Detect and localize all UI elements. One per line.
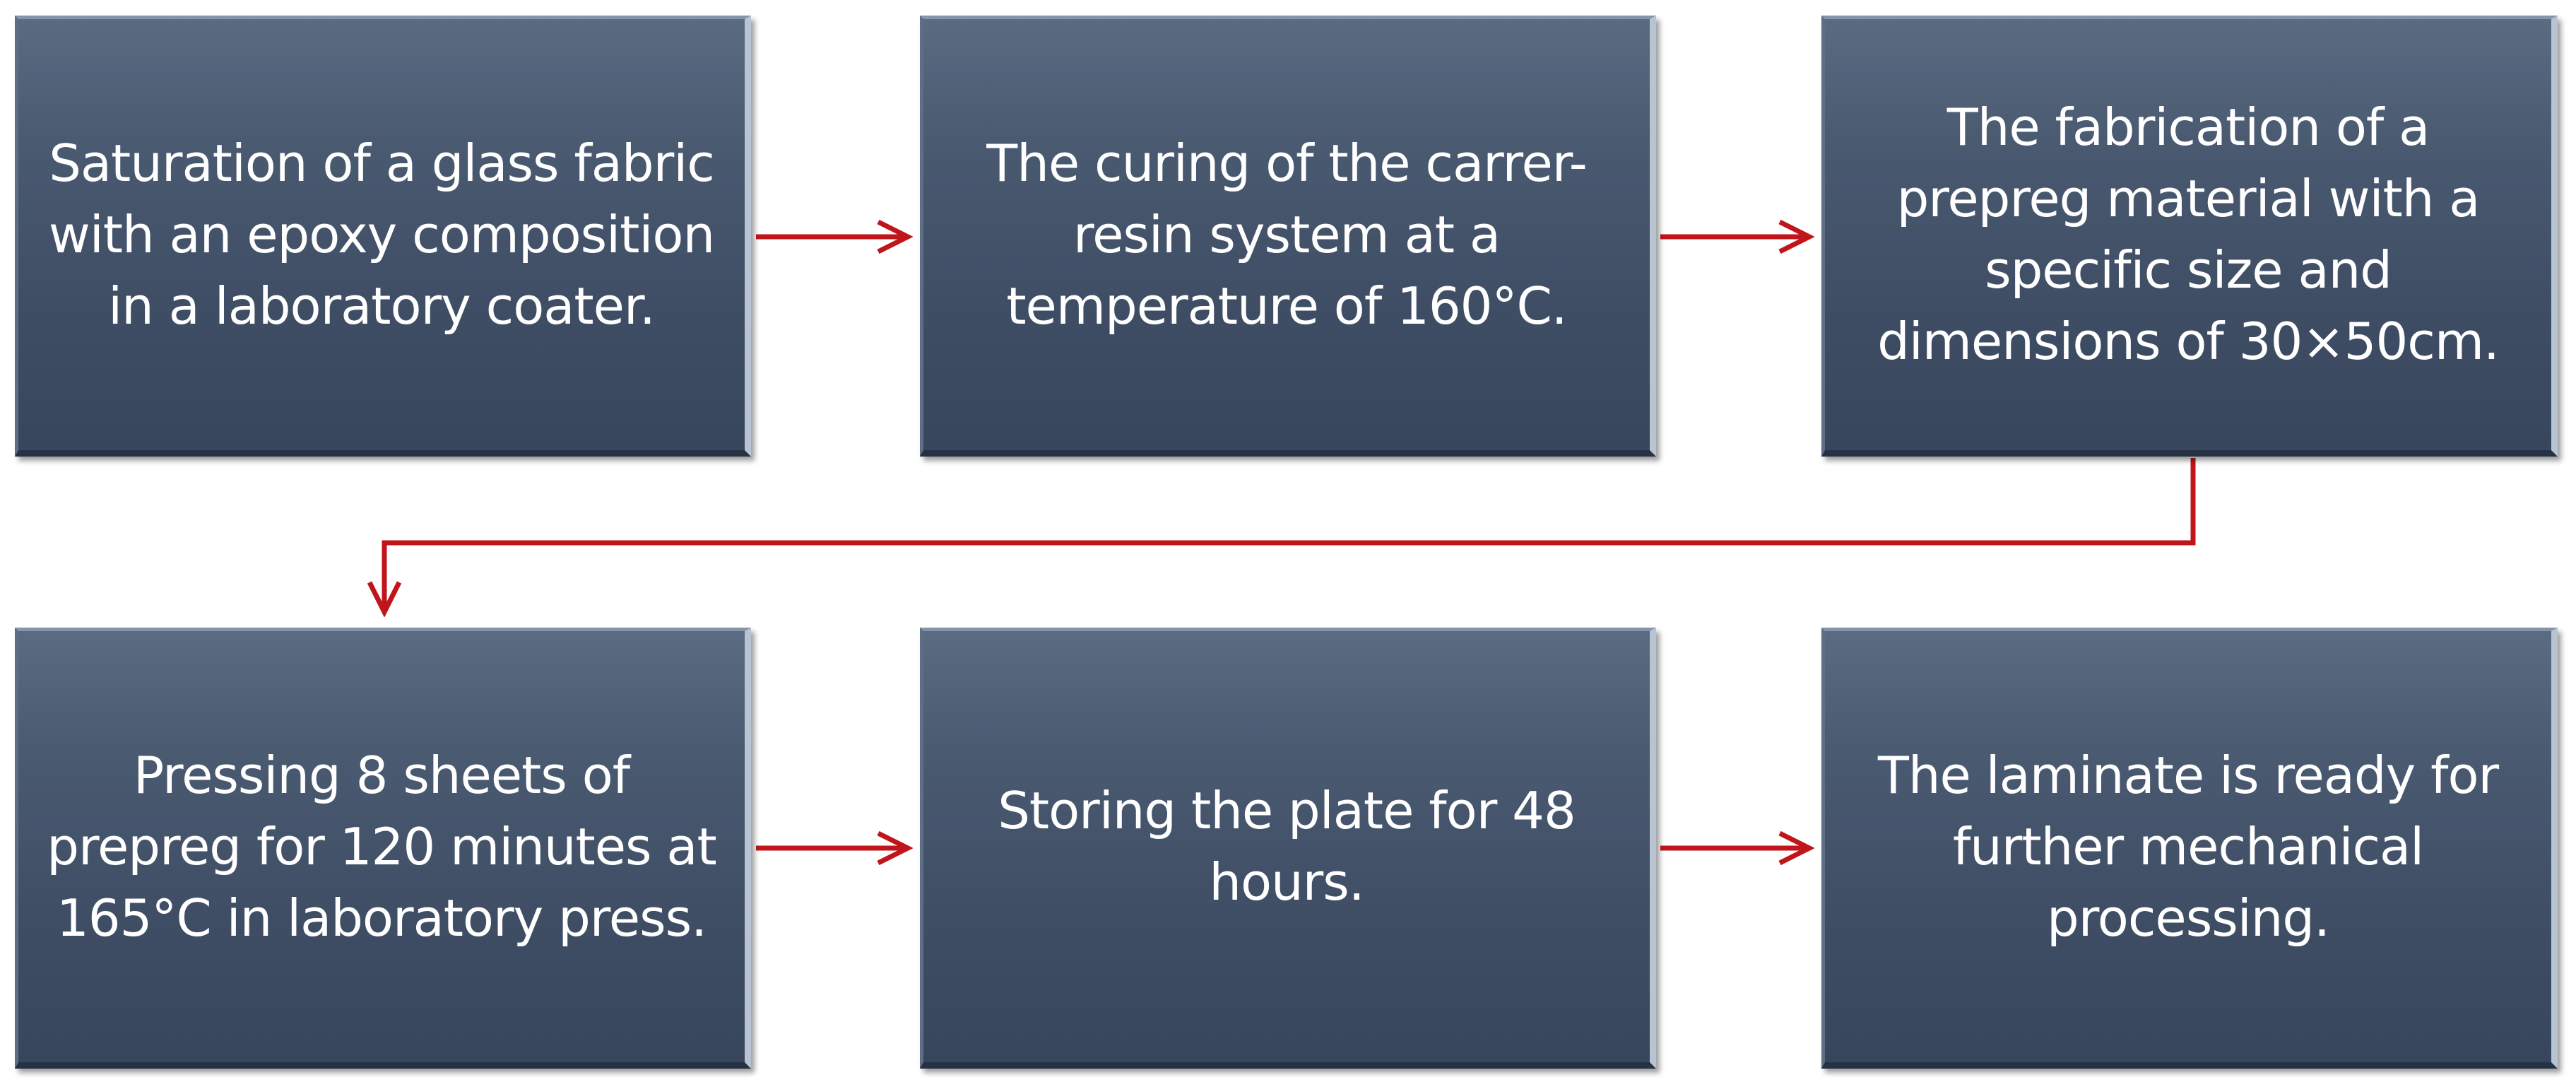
process-step-text: Storing the plate for 48 hours. [998,781,1576,912]
process-step-text: The laminate is ready for further mechan… [1877,745,2499,948]
process-step-text: The curing of the carrer-resin system at… [986,133,1588,336]
process-step-text: Saturation of a glass fabric with an epo… [48,133,715,336]
process-step-2: The curing of the carrer-resin system at… [920,16,1656,457]
process-step-6: The laminate is ready for further mechan… [1821,628,2558,1069]
process-step-3: The fabrication of a prepreg material wi… [1821,16,2558,457]
process-step-4: Pressing 8 sheets of prepreg for 120 min… [15,628,751,1069]
process-step-text: The fabrication of a prepreg material wi… [1877,98,2500,371]
process-step-1: Saturation of a glass fabric with an epo… [15,16,751,457]
process-step-text: Pressing 8 sheets of prepreg for 120 min… [47,745,717,948]
process-step-5: Storing the plate for 48 hours. [920,628,1656,1069]
arrow-step3-to-step4 [384,458,2196,612]
